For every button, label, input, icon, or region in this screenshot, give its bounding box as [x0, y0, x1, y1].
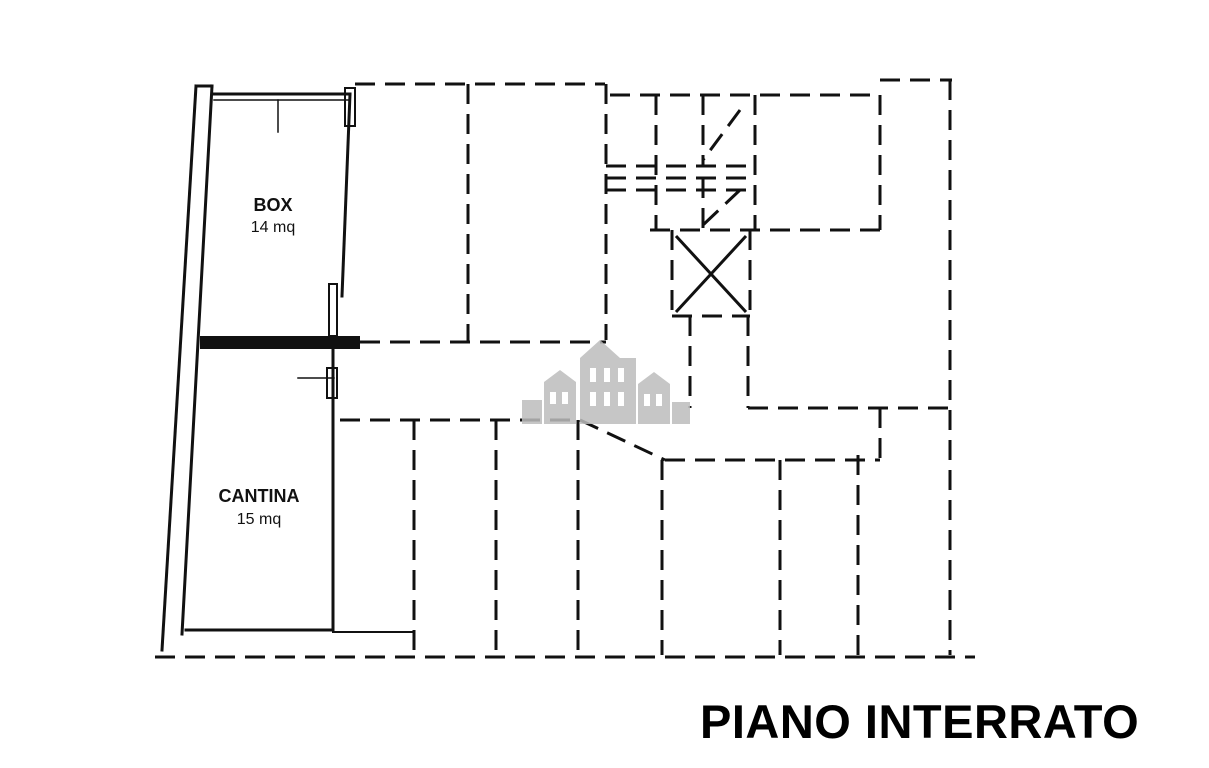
room-area-cantina: 15 mq: [236, 511, 282, 528]
dividing-wall: [200, 336, 360, 349]
lift-shaft-cross: [674, 234, 748, 314]
room-name-cantina: CANTINA: [218, 486, 300, 506]
room-area-box: 14 mq: [250, 219, 296, 236]
floor-title: PIANO INTERRATO: [700, 695, 1140, 748]
dashed-walls: [155, 78, 975, 659]
solid-walls: [160, 84, 413, 652]
watermark-windows: [550, 368, 662, 406]
room-name-box: BOX: [253, 195, 293, 215]
